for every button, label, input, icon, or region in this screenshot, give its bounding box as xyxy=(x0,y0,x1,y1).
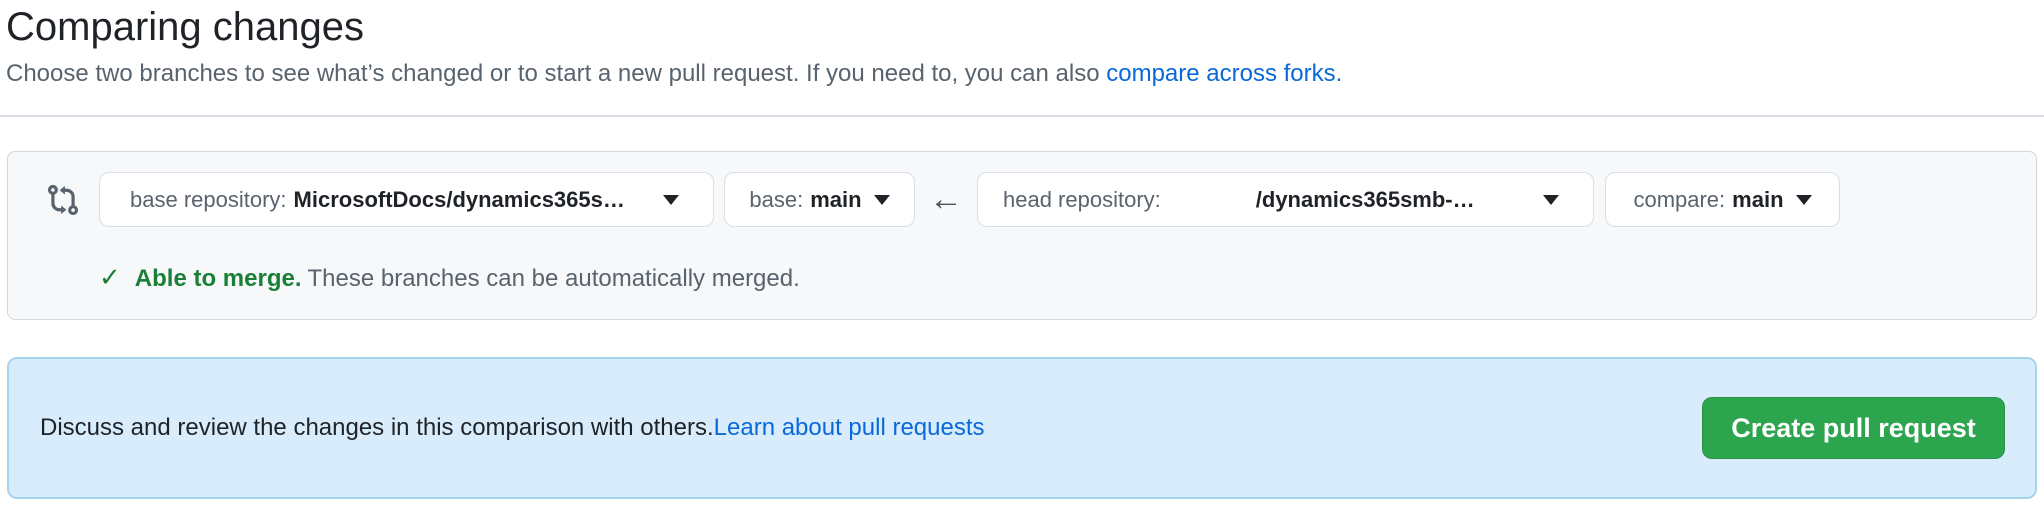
page-header: Comparing changes Choose two branches to… xyxy=(0,0,2044,89)
page-title: Comparing changes xyxy=(6,5,364,49)
head-repository-value: /dynamics365smb-… xyxy=(1255,186,1475,212)
compare-toolbar: base repository: MicrosoftDocs/dynamics3… xyxy=(7,151,2037,320)
dropdown-caret-icon xyxy=(1543,194,1559,205)
head-repository-dropdown[interactable]: head repository: /dynamics365smb-… xyxy=(977,172,1594,227)
head-repository-label: head repository: xyxy=(1003,186,1161,212)
base-branch-dropdown[interactable]: base: main xyxy=(724,172,915,227)
dropdown-caret-icon xyxy=(1795,194,1812,205)
pull-request-banner: Discuss and review the changes in this c… xyxy=(7,357,2037,499)
subtitle-text: Choose two branches to see what’s change… xyxy=(6,60,1107,87)
learn-about-pull-requests-link[interactable]: Learn about pull requests xyxy=(713,414,985,441)
header-divider xyxy=(0,115,2044,117)
banner-message: Discuss and review the changes in this c… xyxy=(40,414,714,441)
base-repository-dropdown[interactable]: base repository: MicrosoftDocs/dynamics3… xyxy=(99,172,714,227)
check-icon: ✓ xyxy=(99,262,121,292)
branch-controls-row: base repository: MicrosoftDocs/dynamics3… xyxy=(46,172,2012,227)
compare-branch-dropdown[interactable]: compare: main xyxy=(1605,172,1840,227)
dropdown-caret-icon xyxy=(873,194,890,205)
base-branch-value: main xyxy=(810,186,862,212)
merge-status: ✓ Able to merge.These branches can be aut… xyxy=(99,263,2012,293)
base-branch-label: base: xyxy=(749,186,804,212)
page-subtitle: Choose two branches to see what’s change… xyxy=(6,59,2038,89)
merge-status-description: These branches can be automatically merg… xyxy=(307,265,800,292)
git-compare-icon xyxy=(47,184,79,215)
create-pull-request-button[interactable]: Create pull request xyxy=(1702,397,2005,459)
base-repository-label: base repository: xyxy=(130,186,287,212)
base-repository-value: MicrosoftDocs/dynamics365s… xyxy=(293,186,625,212)
compare-branch-value: main xyxy=(1732,186,1784,212)
dropdown-caret-icon xyxy=(663,194,679,205)
merge-status-title: Able to merge. xyxy=(134,265,302,292)
compare-branch-label: compare: xyxy=(1633,186,1726,212)
arrow-left-icon: ← xyxy=(929,180,963,218)
compare-across-forks-link[interactable]: compare across forks. xyxy=(1106,60,1343,87)
